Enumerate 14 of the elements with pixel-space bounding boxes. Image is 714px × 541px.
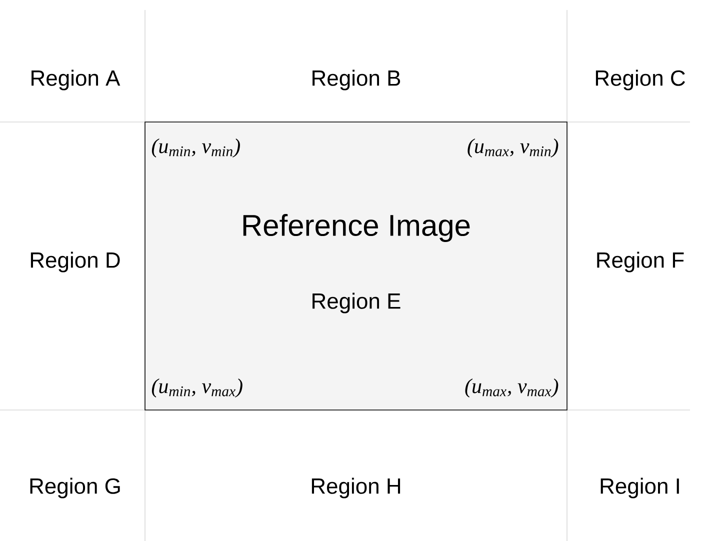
region-label: Region G [30, 478, 120, 498]
coordinate-label: (u$_{max}$, v$_{max}$) [465, 378, 558, 398]
region-label: Region A [32, 70, 120, 90]
image-title: Reference Image [243, 214, 470, 242]
region-label: Region H [312, 478, 400, 498]
region-label: Region E [312, 292, 400, 314]
region-label: Region F [597, 252, 684, 272]
region-label: Region D [30, 252, 120, 272]
region-label: Region I [600, 478, 679, 498]
region-label: Region C [596, 70, 685, 90]
coordinate-label: (u$_{min}$, v$_{min}$) [152, 138, 240, 158]
coordinate-label: (u$_{max}$, v$_{min}$) [468, 138, 558, 158]
region-label: Region B [312, 70, 400, 90]
coordinate-label: (u$_{min}$, v$_{max}$) [152, 378, 242, 398]
